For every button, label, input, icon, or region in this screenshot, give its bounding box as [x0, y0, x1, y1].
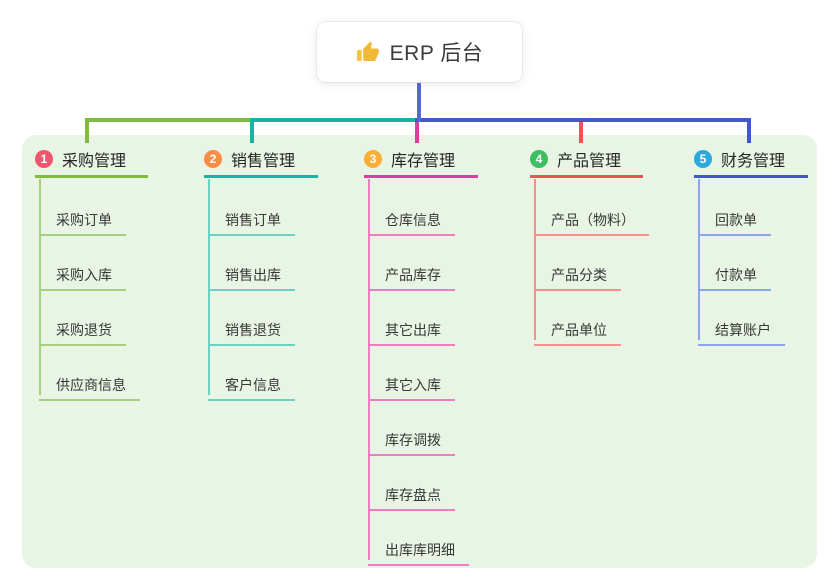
- branch-node-4[interactable]: 4 产品管理: [530, 148, 643, 178]
- branch-connector-line: [39, 179, 41, 395]
- root-title: ERP 后台: [389, 42, 484, 65]
- thumbs-up-icon: [356, 40, 380, 64]
- leaf-node[interactable]: 付款单: [698, 255, 771, 291]
- leaf-node[interactable]: 产品（物料）: [534, 200, 649, 236]
- leaf-node[interactable]: 销售订单: [208, 200, 295, 236]
- leaf-node[interactable]: 采购退货: [39, 310, 126, 346]
- branch-connector-line: [368, 179, 370, 560]
- branch-node-1[interactable]: 1 采购管理: [35, 148, 148, 178]
- leaf-node[interactable]: 销售退货: [208, 310, 295, 346]
- leaf-node[interactable]: 产品分类: [534, 255, 621, 291]
- leaf-node[interactable]: 销售出库: [208, 255, 295, 291]
- root-branch-horizontal-line: [85, 118, 254, 122]
- leaf-node[interactable]: 其它入库: [368, 365, 455, 401]
- root-stem-line: [417, 82, 421, 122]
- branches-panel: [22, 135, 817, 568]
- branch-connector-line: [534, 179, 536, 340]
- branch-node-5[interactable]: 5 财务管理: [694, 148, 808, 178]
- leaf-node[interactable]: 供应商信息: [39, 365, 140, 401]
- leaf-node[interactable]: 结算账户: [698, 310, 785, 346]
- leaf-node[interactable]: 仓库信息: [368, 200, 455, 236]
- root-branch-horizontal-line: [415, 118, 751, 122]
- branch-label: 财务管理: [721, 153, 786, 170]
- root-branch-drop-line: [747, 118, 751, 143]
- leaf-node[interactable]: 库存调拨: [368, 420, 455, 456]
- leaf-node[interactable]: 产品单位: [534, 310, 621, 346]
- branch-node-3[interactable]: 3 库存管理: [364, 148, 478, 178]
- root-branch-horizontal-line: [250, 118, 418, 122]
- leaf-node[interactable]: 库存盘点: [368, 475, 455, 511]
- leaf-node[interactable]: 出库库明细: [368, 530, 469, 566]
- branch-node-2[interactable]: 2 销售管理: [204, 148, 318, 178]
- branch-badge: 5: [694, 150, 712, 168]
- branch-connector-line: [698, 179, 700, 340]
- root-branch-drop-line: [579, 118, 583, 143]
- branch-label: 产品管理: [557, 153, 622, 170]
- branch-connector-line: [208, 179, 210, 395]
- branch-label: 采购管理: [62, 153, 127, 170]
- root-branch-drop-line: [415, 118, 419, 143]
- root-node[interactable]: ERP 后台: [317, 22, 522, 82]
- branch-badge: 2: [204, 150, 222, 168]
- root-branch-drop-line: [250, 118, 254, 143]
- branch-label: 销售管理: [231, 153, 296, 170]
- branch-label: 库存管理: [391, 153, 456, 170]
- root-branch-drop-line: [85, 118, 89, 143]
- leaf-node[interactable]: 其它出库: [368, 310, 455, 346]
- leaf-node[interactable]: 采购订单: [39, 200, 126, 236]
- branch-badge: 4: [530, 150, 548, 168]
- branch-badge: 1: [35, 150, 53, 168]
- leaf-node[interactable]: 客户信息: [208, 365, 295, 401]
- branch-badge: 3: [364, 150, 382, 168]
- leaf-node[interactable]: 回款单: [698, 200, 771, 236]
- leaf-node[interactable]: 产品库存: [368, 255, 455, 291]
- leaf-node[interactable]: 采购入库: [39, 255, 126, 291]
